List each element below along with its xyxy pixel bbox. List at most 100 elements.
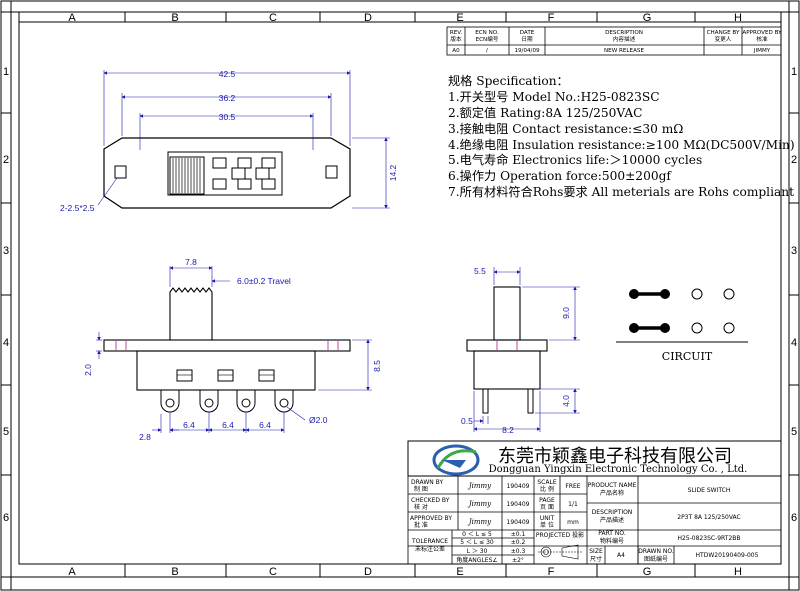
dim-label: 14.2: [388, 164, 398, 181]
dim-label: 6.4: [222, 420, 234, 430]
grid-row-labels-right: 1 2 3 4 5 6: [791, 66, 797, 524]
scale-value: FREE: [565, 483, 580, 490]
approved-by-label: APPROVED BY: [410, 515, 452, 522]
dim-label: 6.0±0.2 Travel: [237, 276, 291, 286]
grid-col-label: H: [734, 12, 742, 24]
description-value: 2P3T 8A 125/250VAC: [677, 514, 741, 521]
spec-item: 1.开关型号 Model No.:H25-0823SC: [448, 90, 660, 104]
description-label-cn: 产品描述: [600, 516, 624, 524]
grid-row-label: 3: [791, 245, 797, 257]
spec-item: 4.绝缘电阻 Insulation resistance:≥100 MΩ(DC5…: [448, 137, 795, 152]
grid-row-label: 4: [791, 337, 797, 349]
product-name-label-cn: 产品名称: [600, 489, 624, 497]
drawn-date: 190409: [507, 483, 530, 490]
tolerance-label: TOLERANCE: [411, 538, 448, 545]
grid-col-label: E: [456, 12, 463, 24]
spec-item: 7.所有材料符合Rohs要求 All meterials are Rohs co…: [448, 184, 794, 199]
rev-value: A0: [452, 48, 460, 54]
tolerance-value: ±2°: [512, 557, 524, 564]
dim-label: 2.0: [83, 364, 93, 376]
dim-label: 30.5: [219, 112, 236, 122]
drawn-no-label: DRAWN NO.: [638, 548, 674, 555]
spec-item: 6.操作力 Operation force:500±200gf: [448, 168, 672, 183]
description-value: NEW RELEASE: [604, 48, 644, 54]
grid-row-label: 6: [3, 512, 9, 524]
title-block: DRAWN BY 制 图 Jimmy 190409 CHECKED BY 核 对…: [407, 475, 782, 565]
company-logo: [432, 444, 480, 476]
approved-by-header: APPROVED BY: [742, 30, 782, 36]
ecn-value: /: [486, 48, 488, 54]
grid-col-label: A: [68, 12, 76, 24]
tolerance-label-cn: 未标注公差: [415, 545, 445, 553]
checked-by-label: CHECKED BY: [411, 497, 450, 504]
dim-label: 2-2.5*2.5: [60, 203, 95, 213]
grid-row-label: 1: [791, 66, 797, 78]
spec-title: 规格 Specification：: [448, 73, 569, 88]
tolerance-range: 0 ＜ L ≤ 5: [462, 531, 492, 538]
approved-date: 190409: [507, 519, 530, 526]
scale-label: SCALE: [537, 479, 556, 486]
grid-row-label: 3: [3, 245, 9, 257]
grid-row-label: 4: [3, 337, 9, 349]
unit-value: mm: [567, 519, 579, 526]
date-header: DATE: [520, 30, 535, 36]
checked-by-signature: Jimmy: [467, 500, 492, 508]
tolerance-range: 5 ＜ L ≤ 30: [460, 539, 494, 546]
dim-label: 8.5: [372, 360, 382, 372]
grid-col-label: B: [171, 566, 178, 578]
grid-row-label: 5: [791, 426, 797, 438]
specification-block: 规格 Specification： 1.开关型号 Model No.:H25-0…: [448, 73, 795, 199]
part-no-value: H25-0823SC-9RT2BB: [677, 535, 740, 542]
side-view: 5.5 9.0 4.0 0.5 8.2: [461, 266, 580, 435]
unit-label: UNIT: [540, 515, 555, 522]
size-label: SIZE: [589, 548, 603, 555]
drawn-by-label-cn: 制 图: [414, 485, 428, 493]
grid-col-label: E: [456, 566, 463, 578]
dim-label: Ø2.0: [309, 415, 328, 425]
date-value: 19/04/09: [514, 48, 540, 54]
grid-col-label: G: [643, 566, 652, 578]
scale-label-cn: 比 例: [540, 485, 554, 493]
grid-row-labels-left: 1 2 3 4 5 6: [3, 66, 9, 524]
company-name-cn: 东莞市颖鑫电子科技有限公司: [498, 446, 732, 467]
grid-row-label: 2: [3, 154, 9, 166]
dim-label: 6.4: [183, 420, 195, 430]
approved-by-label-cn: 批 准: [414, 521, 428, 529]
dim-label: 4.0: [561, 395, 571, 407]
company-header: 东莞市颖鑫电子科技有限公司 Dongguan Yingxin Electroni…: [407, 440, 782, 477]
page-label-cn: 页 面: [540, 504, 554, 511]
spec-item: 2.额定值 Rating:8A 125/250VAC: [448, 105, 643, 120]
grid-col-label: F: [548, 12, 555, 24]
product-name-label: PRODUCT NAME: [588, 482, 637, 489]
top-view: 42.5 36.2 30.5 14.2 2-2.5*2.5: [60, 69, 398, 213]
tolerance-value: ±0.2: [511, 539, 526, 546]
circuit-label: CIRCUIT: [662, 350, 713, 363]
tolerance-value: ±0.1: [511, 531, 526, 538]
dim-label: 42.5: [219, 69, 236, 79]
tolerance-range: L ＞ 30: [467, 548, 488, 555]
rev-header: REV.: [450, 30, 463, 36]
grid-col-label: H: [734, 566, 742, 578]
grid-col-label: D: [364, 12, 372, 24]
grid-row-label: 1: [3, 66, 9, 78]
grid-col-label: C: [269, 12, 277, 24]
dim-label: 7.8: [185, 257, 197, 267]
projection-symbol: [538, 544, 582, 560]
unit-label-cn: 单 位: [540, 521, 554, 529]
dim-label: 36.2: [219, 93, 236, 103]
dim-label: 2.8: [139, 432, 151, 442]
description-header: 内容描述: [613, 35, 636, 43]
description-label: DESCRIPTION: [592, 509, 633, 516]
drawn-no-value: HTDW20190409-005: [696, 552, 759, 559]
description-header: DESCRIPTION: [605, 30, 643, 36]
grid-col-label: A: [68, 566, 76, 578]
page-label: PAGE: [539, 497, 555, 504]
product-name-value: SLIDE SWITCH: [688, 487, 731, 494]
grid-column-labels-top: A B C D E F G H: [68, 12, 742, 24]
drawn-by-signature: Jimmy: [467, 482, 492, 490]
approved-by-value: JIMMY: [753, 48, 771, 54]
tolerance-value: ±0.3: [511, 548, 526, 555]
ecn-header: ECN NO.: [475, 30, 499, 36]
